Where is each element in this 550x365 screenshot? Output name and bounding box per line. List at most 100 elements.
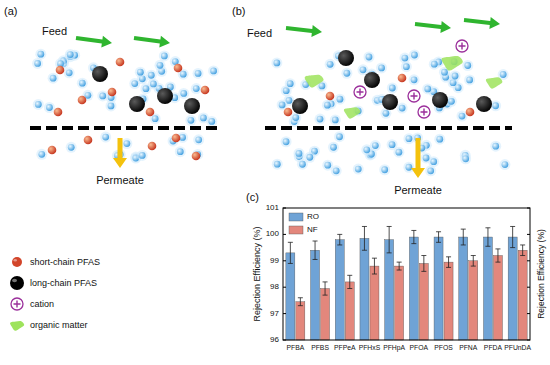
water-molecule [143, 85, 150, 92]
water-molecule [324, 102, 331, 109]
water-halo [499, 159, 510, 170]
error-bar [411, 230, 416, 243]
water-molecule [283, 138, 290, 145]
water-molecule [403, 63, 410, 70]
nf-bar [296, 302, 305, 340]
membrane [30, 126, 222, 130]
panel-b-illustration [265, 17, 512, 178]
error-bar [323, 282, 328, 295]
error-bar [446, 257, 451, 268]
error-bar [510, 226, 515, 247]
short-chain-pfas [284, 108, 293, 117]
panel-letter: (c) [246, 192, 259, 203]
category-label: PFHpA [383, 345, 405, 352]
water-molecule [102, 134, 109, 141]
ro-bar [409, 237, 418, 340]
water-molecule [466, 77, 473, 84]
short-chain-pfas [116, 58, 125, 67]
water-halo [271, 57, 282, 68]
water-molecule [208, 118, 215, 125]
short-chain-pfas [108, 88, 117, 97]
organic-matter [486, 77, 503, 88]
water-halo [490, 141, 501, 152]
y-tick [527, 234, 530, 235]
water-halo [422, 83, 433, 94]
water-molecule [195, 136, 202, 143]
water-halo [192, 149, 203, 160]
panel-a-illustration [30, 36, 222, 168]
water-molecule [406, 135, 413, 142]
short-chain-pfas [48, 146, 57, 155]
category-label: PFOS [434, 345, 453, 352]
water-molecule [431, 61, 438, 68]
water-molecule [34, 60, 41, 67]
tick-label: 98 [270, 283, 279, 291]
category-label: PFUnDA [504, 345, 531, 352]
water-molecule [399, 105, 406, 112]
water-halo [293, 148, 304, 159]
cation-plus [357, 89, 364, 96]
water-molecule [319, 83, 326, 90]
legend-text: short-chain PFAS [30, 258, 100, 267]
short-chain-pfas [192, 152, 201, 161]
water-molecule [427, 167, 434, 174]
long-chain-pfas [157, 88, 173, 104]
water-halo [36, 149, 47, 160]
water-halo [129, 78, 140, 89]
long-chain-pfas [338, 50, 354, 66]
water-halo [460, 153, 471, 164]
sphere-highlight [12, 279, 17, 283]
error-bar [471, 256, 476, 267]
water-molecule [372, 142, 379, 149]
water-molecule [46, 104, 53, 111]
water-molecule [389, 141, 396, 148]
water-halo [297, 159, 308, 170]
water-molecule [279, 102, 286, 109]
y-tick [283, 287, 286, 288]
water-molecule [299, 161, 306, 168]
axis-title: Rejection Efficiency (%) [537, 229, 546, 319]
water-molecule [177, 148, 184, 155]
water-molecule [35, 101, 42, 108]
short-chain-pfas [466, 108, 475, 117]
legend-swatch [10, 321, 24, 331]
water-molecule [436, 136, 443, 143]
water-halo [175, 146, 186, 157]
cation [408, 90, 420, 102]
nf-bar [419, 263, 428, 340]
water-halo [353, 164, 364, 175]
water-halo [370, 140, 381, 151]
water-molecule [292, 114, 299, 121]
water-molecule [411, 52, 418, 59]
cation [418, 106, 430, 118]
water-molecule [405, 164, 412, 171]
panel-letter: (b) [232, 6, 245, 17]
tick-label: 101 [266, 204, 279, 212]
cation-plus [459, 43, 466, 50]
water-molecule [161, 53, 168, 60]
water-halo [325, 59, 336, 70]
ro-bar [311, 250, 320, 340]
error-bar [362, 226, 367, 250]
tick-label: 96 [270, 336, 279, 344]
water-molecule [50, 75, 57, 82]
water-halo [363, 51, 374, 62]
water-halo [33, 99, 44, 110]
water-molecule [99, 93, 106, 100]
water-molecule [67, 51, 74, 58]
water-molecule [459, 113, 466, 120]
legend-swatch [10, 276, 24, 290]
water-halo [64, 67, 75, 78]
long-chain-pfas [382, 94, 398, 110]
water-molecule [137, 69, 144, 76]
water-halo [66, 142, 77, 153]
water-halo [393, 147, 404, 158]
organic-matter [442, 56, 463, 71]
legend-text: organic matter [30, 321, 88, 330]
water-halo [32, 58, 43, 69]
water-molecule [492, 143, 499, 150]
water-molecule [139, 152, 146, 159]
ro-bar [385, 240, 394, 340]
water-halo [464, 74, 475, 85]
membrane [265, 126, 512, 130]
